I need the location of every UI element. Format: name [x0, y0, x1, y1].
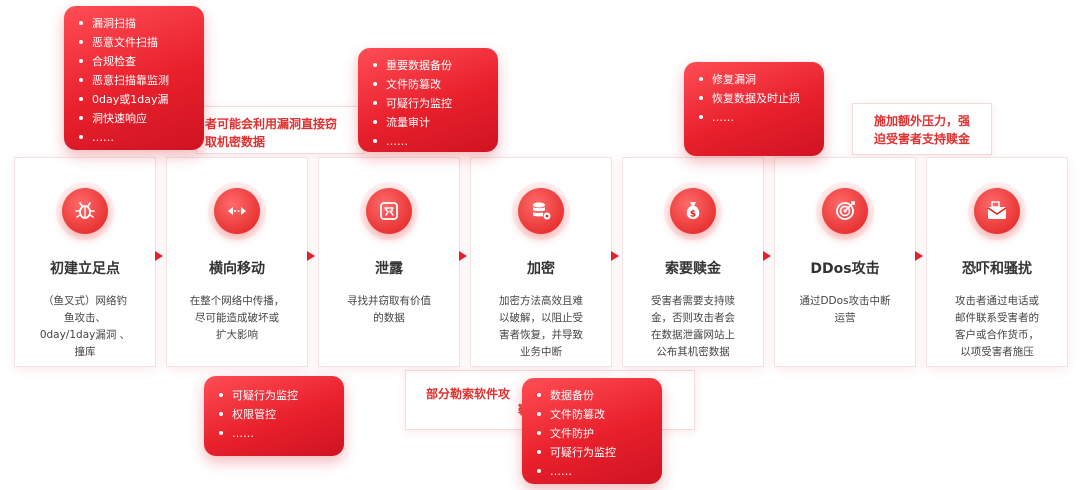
- flow-arrow-icon: [763, 251, 771, 261]
- desc-line: 扩大影响: [216, 329, 258, 341]
- callout-item: ……: [370, 132, 488, 151]
- mail-icon: [974, 188, 1020, 234]
- note-line: 部分勒索软件攻: [426, 387, 511, 401]
- desc-line: 金，否则攻击者会: [651, 312, 735, 324]
- desc-line: 业务中断: [520, 346, 562, 358]
- callout-item: 洞快速响应: [76, 109, 194, 128]
- callout-item: 可疑行为监控: [216, 386, 334, 405]
- note-steal-data: 者可能会利用漏洞直接窃 取机密数据: [196, 106, 364, 154]
- stage-title: 横向移动: [209, 261, 265, 277]
- callout-item: 0day或1day漏: [76, 90, 194, 109]
- callout-item: ……: [696, 108, 814, 127]
- callout-item: 可疑行为监控: [534, 443, 652, 462]
- flow-arrow-icon: [307, 251, 315, 261]
- note-line: 者可能会利用漏洞直接窃: [205, 117, 338, 131]
- stage-desc: 加密方法高效且难 以破解，以阻止受 害者恢复，并导致 业务中断: [483, 293, 599, 361]
- desc-line: 寻找并窃取有价值: [347, 295, 431, 307]
- callout-item: 流量审计: [370, 113, 488, 132]
- callout-item: ……: [76, 128, 194, 147]
- stage-card-foothold: 初建立足点 （鱼叉式）网络钓 鱼攻击、 0day/1day漏洞 、 撞库: [14, 157, 156, 367]
- desc-line: 公布其机密数据: [656, 346, 730, 358]
- desc-line: 运营: [834, 312, 856, 324]
- database-lock-icon: [518, 188, 564, 234]
- desc-line: 攻击者通过电话或: [955, 295, 1039, 307]
- stage-card-encrypt: 加密 加密方法高效且难 以破解，以阻止受 害者恢复，并导致 业务中断: [470, 157, 612, 367]
- stage-card-lateral: 横向移动 在整个网络中传播， 尽可能造成破坏或 扩大影响: [166, 157, 308, 367]
- callout-item: 重要数据备份: [370, 56, 488, 75]
- callout-item: 权限管控: [216, 405, 334, 424]
- desc-line: 邮件联系受害者的: [955, 312, 1039, 324]
- stage-card-leak: 泄露 寻找并窃取有价值 的数据: [318, 157, 460, 367]
- desc-line: 加密方法高效且难: [499, 295, 583, 307]
- target-icon: [822, 188, 868, 234]
- callout-item: ……: [216, 424, 334, 443]
- callout-item: 文件防护: [534, 424, 652, 443]
- note-line: 取机密数据: [205, 135, 266, 149]
- stage-desc: 攻击者通过电话或 邮件联系受害者的 客户或合作货币， 以项受害者施压: [939, 293, 1055, 361]
- money-bag-icon: $: [670, 188, 716, 234]
- callout-protection: 数据备份 文件防篡改 文件防护 可疑行为监控 ……: [522, 378, 662, 484]
- stage-desc: 受害者需要支持赎 金，否则攻击者会 在数据泄露网站上 公布其机密数据: [635, 293, 751, 361]
- flow-arrow-icon: [459, 251, 467, 261]
- desc-line: 0day/1day漏洞 、: [39, 329, 131, 341]
- desc-line: 的数据: [373, 312, 405, 324]
- stage-title: 加密: [527, 261, 555, 277]
- callout-item: 数据备份: [534, 386, 652, 405]
- callout-backup: 重要数据备份 文件防篡改 可疑行为监控 流量审计 ……: [358, 48, 498, 152]
- bug-icon: [62, 188, 108, 234]
- callout-item: 恶意文件扫描: [76, 33, 194, 52]
- callout-item: 文件防篡改: [370, 75, 488, 94]
- lateral-move-icon: [214, 188, 260, 234]
- desc-line: 在数据泄露网站上: [651, 329, 735, 341]
- stage-desc: 在整个网络中传播， 尽可能造成破坏或 扩大影响: [179, 293, 295, 344]
- desc-line: 撞库: [74, 346, 96, 358]
- callout-repair: 修复漏洞 恢复数据及时止损 ……: [684, 62, 824, 156]
- callout-item: 合规检查: [76, 52, 194, 71]
- callout-item: 漏洞扫描: [76, 14, 194, 33]
- desc-line: 以项受害者施压: [960, 346, 1034, 358]
- desc-line: 尽可能造成破坏或: [195, 312, 279, 324]
- desc-line: 害者恢复，并导致: [499, 329, 583, 341]
- stage-title: 初建立足点: [50, 261, 120, 277]
- stage-desc: （鱼叉式）网络钓 鱼攻击、 0day/1day漏洞 、 撞库: [27, 293, 143, 361]
- stage-card-intimidate: 恐吓和骚扰 攻击者通过电话或 邮件联系受害者的 客户或合作货币， 以项受害者施压: [926, 157, 1068, 367]
- desc-line: 客户或合作货币，: [955, 329, 1039, 341]
- stage-title: 恐吓和骚扰: [962, 261, 1032, 277]
- callout-item: ……: [534, 462, 652, 481]
- flow-arrow-icon: [611, 251, 619, 261]
- stage-title: 索要赎金: [665, 261, 721, 277]
- desc-line: 受害者需要支持赎: [651, 295, 735, 307]
- leak-icon: [366, 188, 412, 234]
- callout-item: 恢复数据及时止损: [696, 89, 814, 108]
- desc-line: 以破解，以阻止受: [499, 312, 583, 324]
- note-extra-pressure: 施加额外压力，强 迫受害者支持赎金: [852, 103, 992, 155]
- note-line: 施加额外压力，强: [873, 114, 970, 128]
- flow-arrow-icon: [915, 251, 923, 261]
- callout-detection: 漏洞扫描 恶意文件扫描 合规检查 恶意扫描靠监测 0day或1day漏 洞快速响…: [64, 6, 204, 150]
- callout-item: 文件防篡改: [534, 405, 652, 424]
- svg-text:$: $: [690, 210, 696, 220]
- callout-item: 可疑行为监控: [370, 94, 488, 113]
- callout-item: 修复漏洞: [696, 70, 814, 89]
- stage-title: DDos攻击: [810, 261, 880, 277]
- flow-arrow-icon: [155, 251, 163, 261]
- callout-lateral: 可疑行为监控 权限管控 ……: [204, 376, 344, 456]
- desc-line: 在整个网络中传播，: [189, 295, 285, 307]
- stage-card-ransom: $ 索要赎金 受害者需要支持赎 金，否则攻击者会 在数据泄露网站上 公布其机密数…: [622, 157, 764, 367]
- callout-item: 恶意扫描靠监测: [76, 71, 194, 90]
- stage-title: 泄露: [375, 261, 403, 277]
- stage-desc: 寻找并窃取有价值 的数据: [331, 293, 447, 327]
- stage-desc: 通过DDos攻击中断 运营: [787, 293, 903, 327]
- stage-card-ddos: DDos攻击 通过DDos攻击中断 运营: [774, 157, 916, 367]
- note-line: 迫受害者支持赎金: [873, 132, 970, 146]
- desc-line: 通过DDos攻击中断: [799, 295, 891, 307]
- desc-line: （鱼叉式）网络钓: [43, 295, 127, 307]
- desc-line: 鱼攻击、: [64, 312, 106, 324]
